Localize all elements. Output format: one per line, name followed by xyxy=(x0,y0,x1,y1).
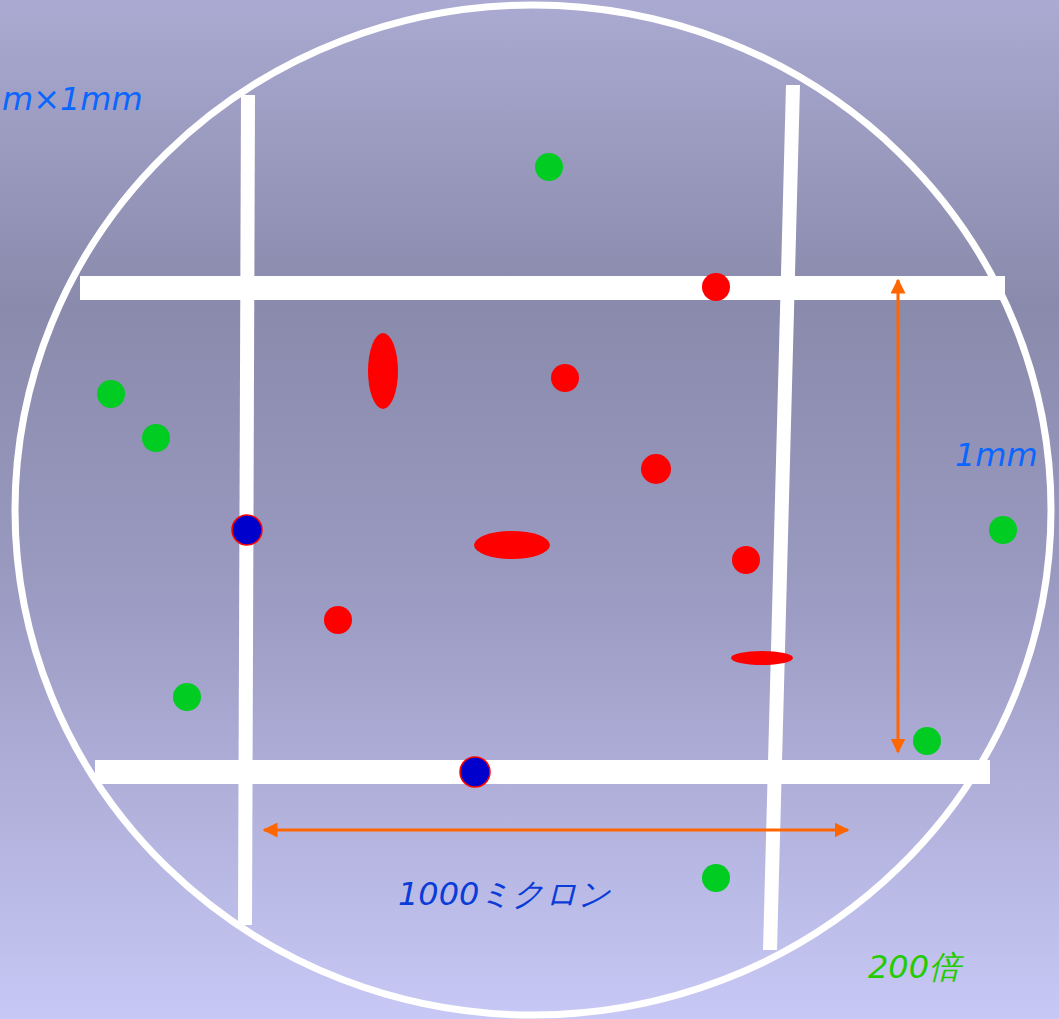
green-cells xyxy=(97,153,1017,892)
red-cells xyxy=(324,273,793,665)
area-label: m×1mm xyxy=(2,82,143,117)
dimension-label: 1000ミクロン xyxy=(398,877,611,912)
grid-lines xyxy=(80,85,1005,950)
magnification-label: 200倍 xyxy=(868,950,961,985)
blue-cells xyxy=(232,515,490,787)
view-circle xyxy=(15,5,1051,1015)
dimension-label: 1mm xyxy=(955,438,1038,473)
dimension-arrows xyxy=(264,280,898,830)
